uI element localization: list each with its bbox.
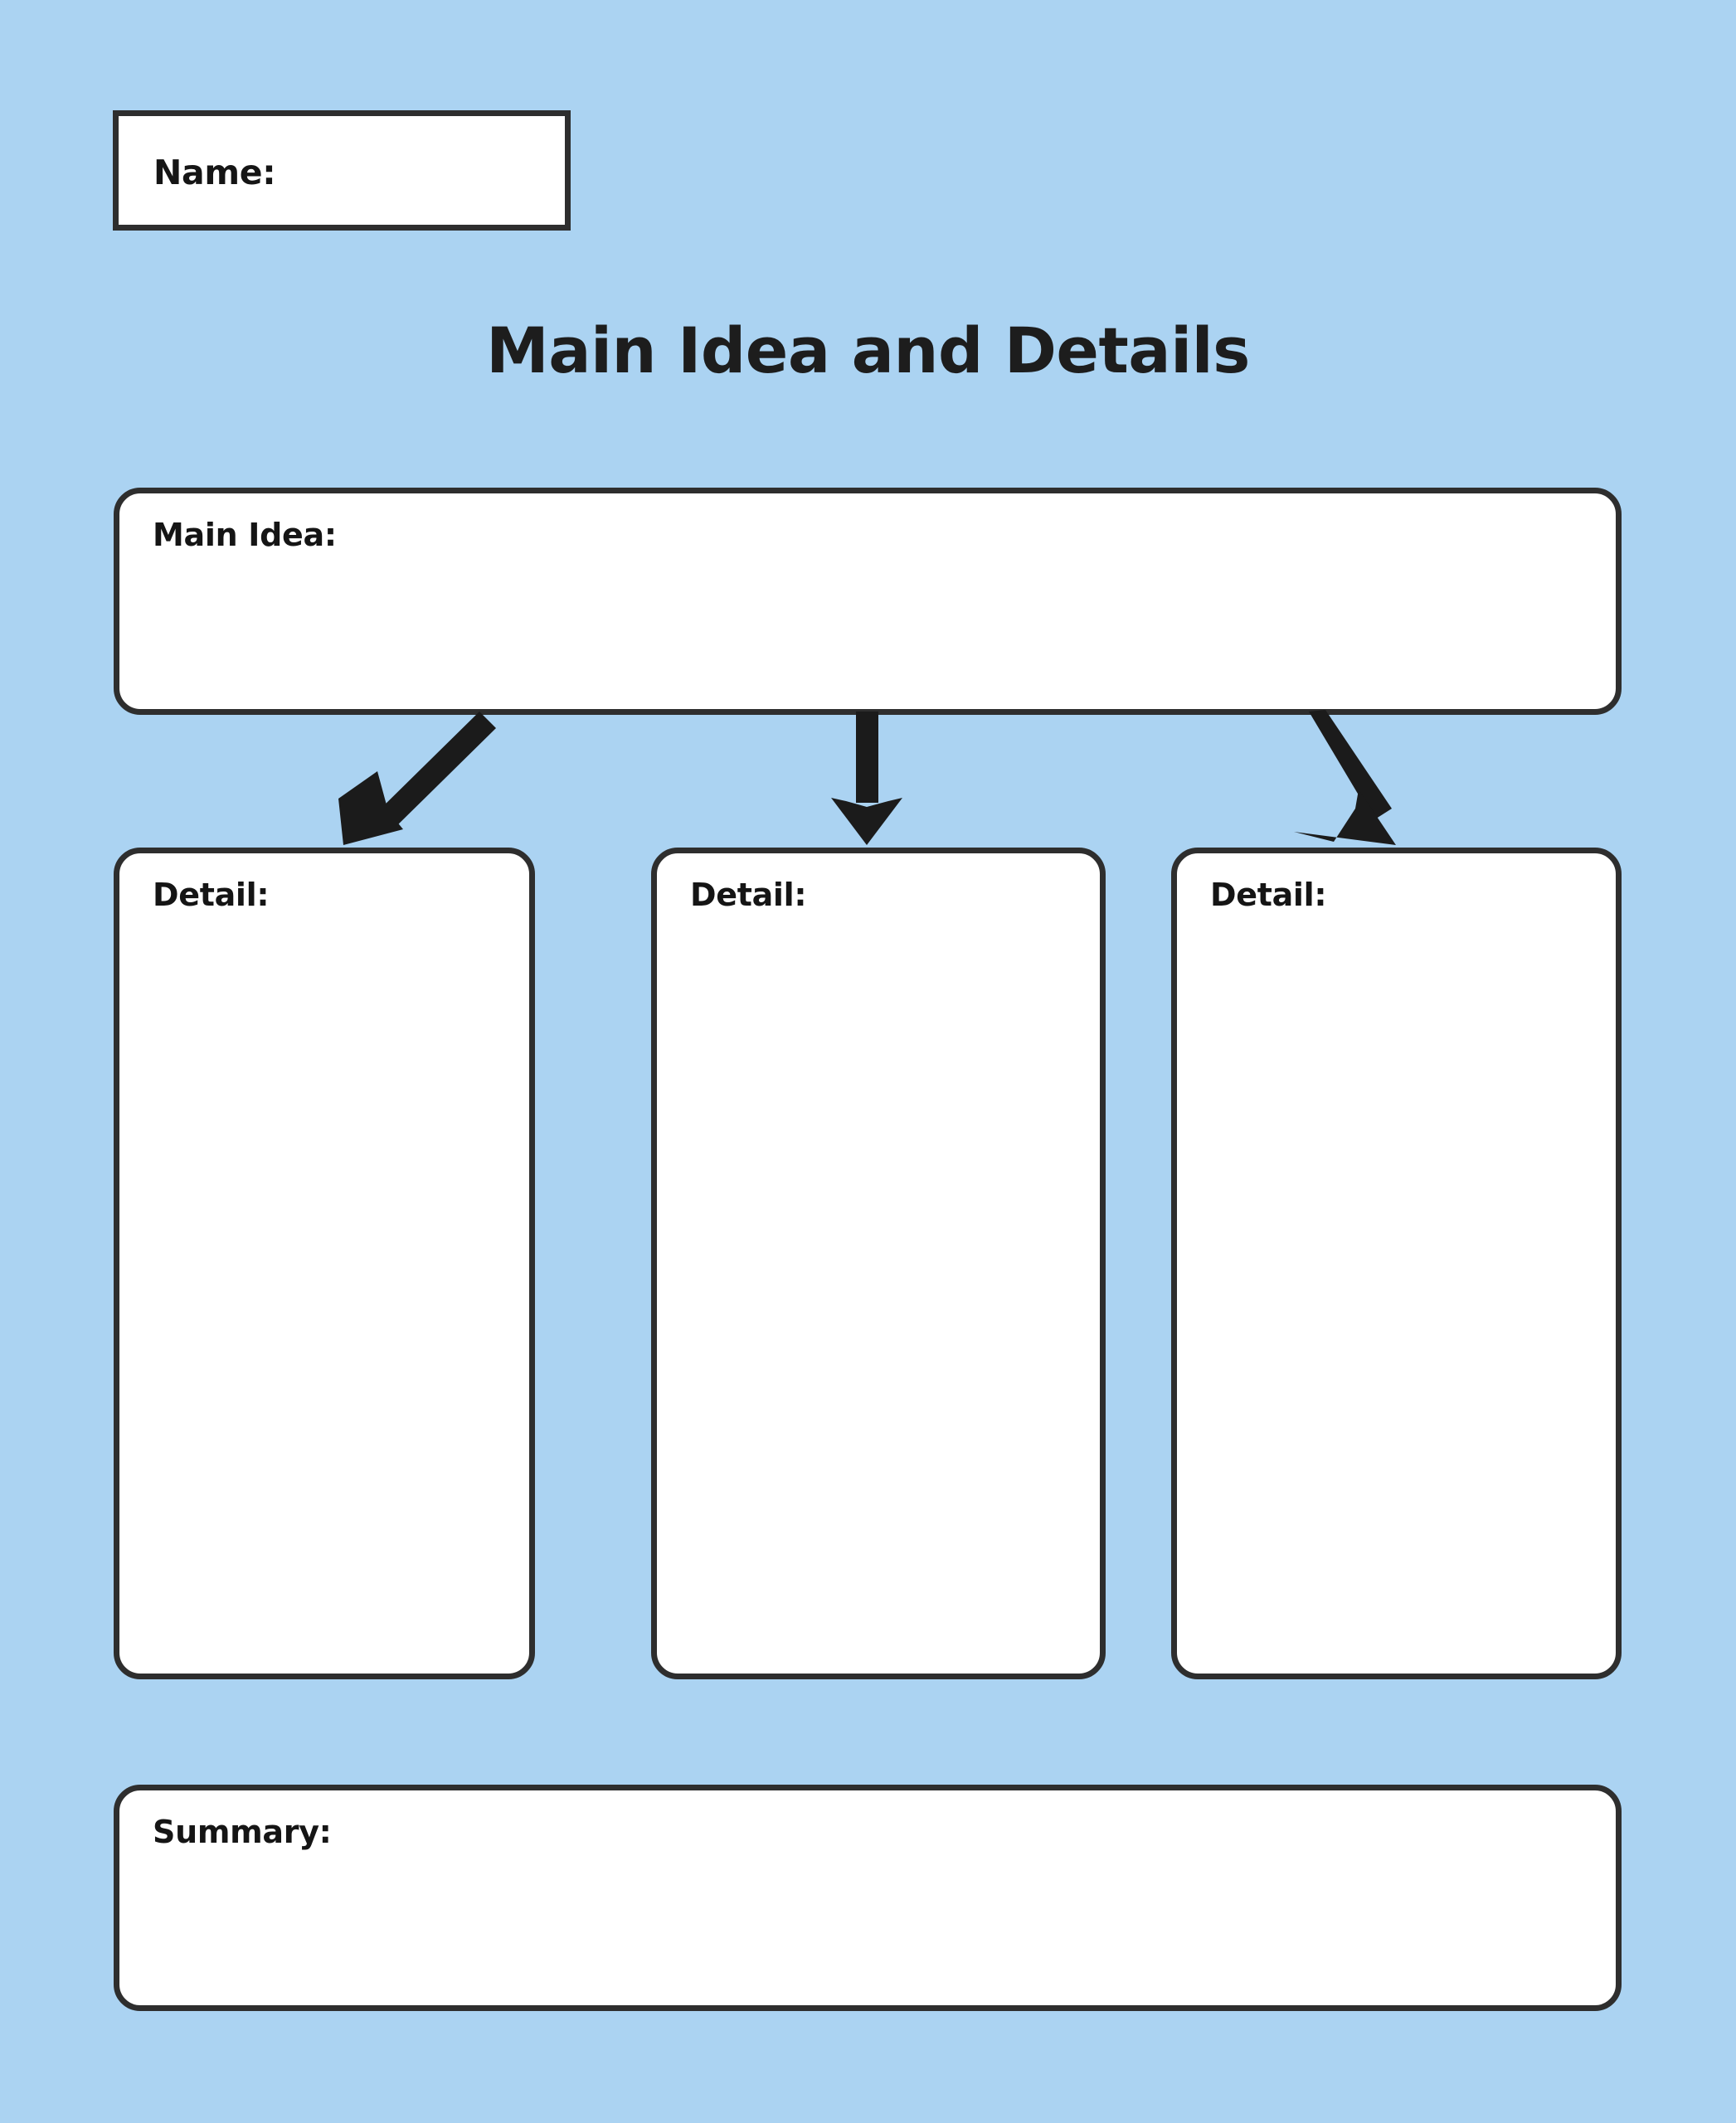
detail-box-3[interactable]: Detail: bbox=[1171, 848, 1622, 1679]
main-idea-box[interactable]: Main Idea: bbox=[114, 488, 1622, 715]
page-title: Main Idea and Details bbox=[486, 313, 1250, 387]
name-field-box[interactable]: Name: bbox=[113, 110, 571, 231]
detail-label-2: Detail: bbox=[690, 877, 807, 913]
detail-label-1: Detail: bbox=[153, 877, 270, 913]
detail-box-2[interactable]: Detail: bbox=[651, 848, 1106, 1679]
arrow-main-idea-to-detail-2-icon bbox=[831, 712, 902, 845]
name-field-label: Name: bbox=[153, 153, 276, 192]
summary-box[interactable]: Summary: bbox=[114, 1785, 1622, 2011]
arrow-main-idea-to-detail-3-icon bbox=[1294, 710, 1396, 845]
main-idea-label: Main Idea: bbox=[153, 517, 337, 553]
summary-label: Summary: bbox=[153, 1814, 332, 1850]
detail-box-1[interactable]: Detail: bbox=[114, 848, 535, 1679]
arrow-main-idea-to-detail-1-icon bbox=[338, 712, 496, 845]
detail-label-3: Detail: bbox=[1210, 877, 1327, 913]
